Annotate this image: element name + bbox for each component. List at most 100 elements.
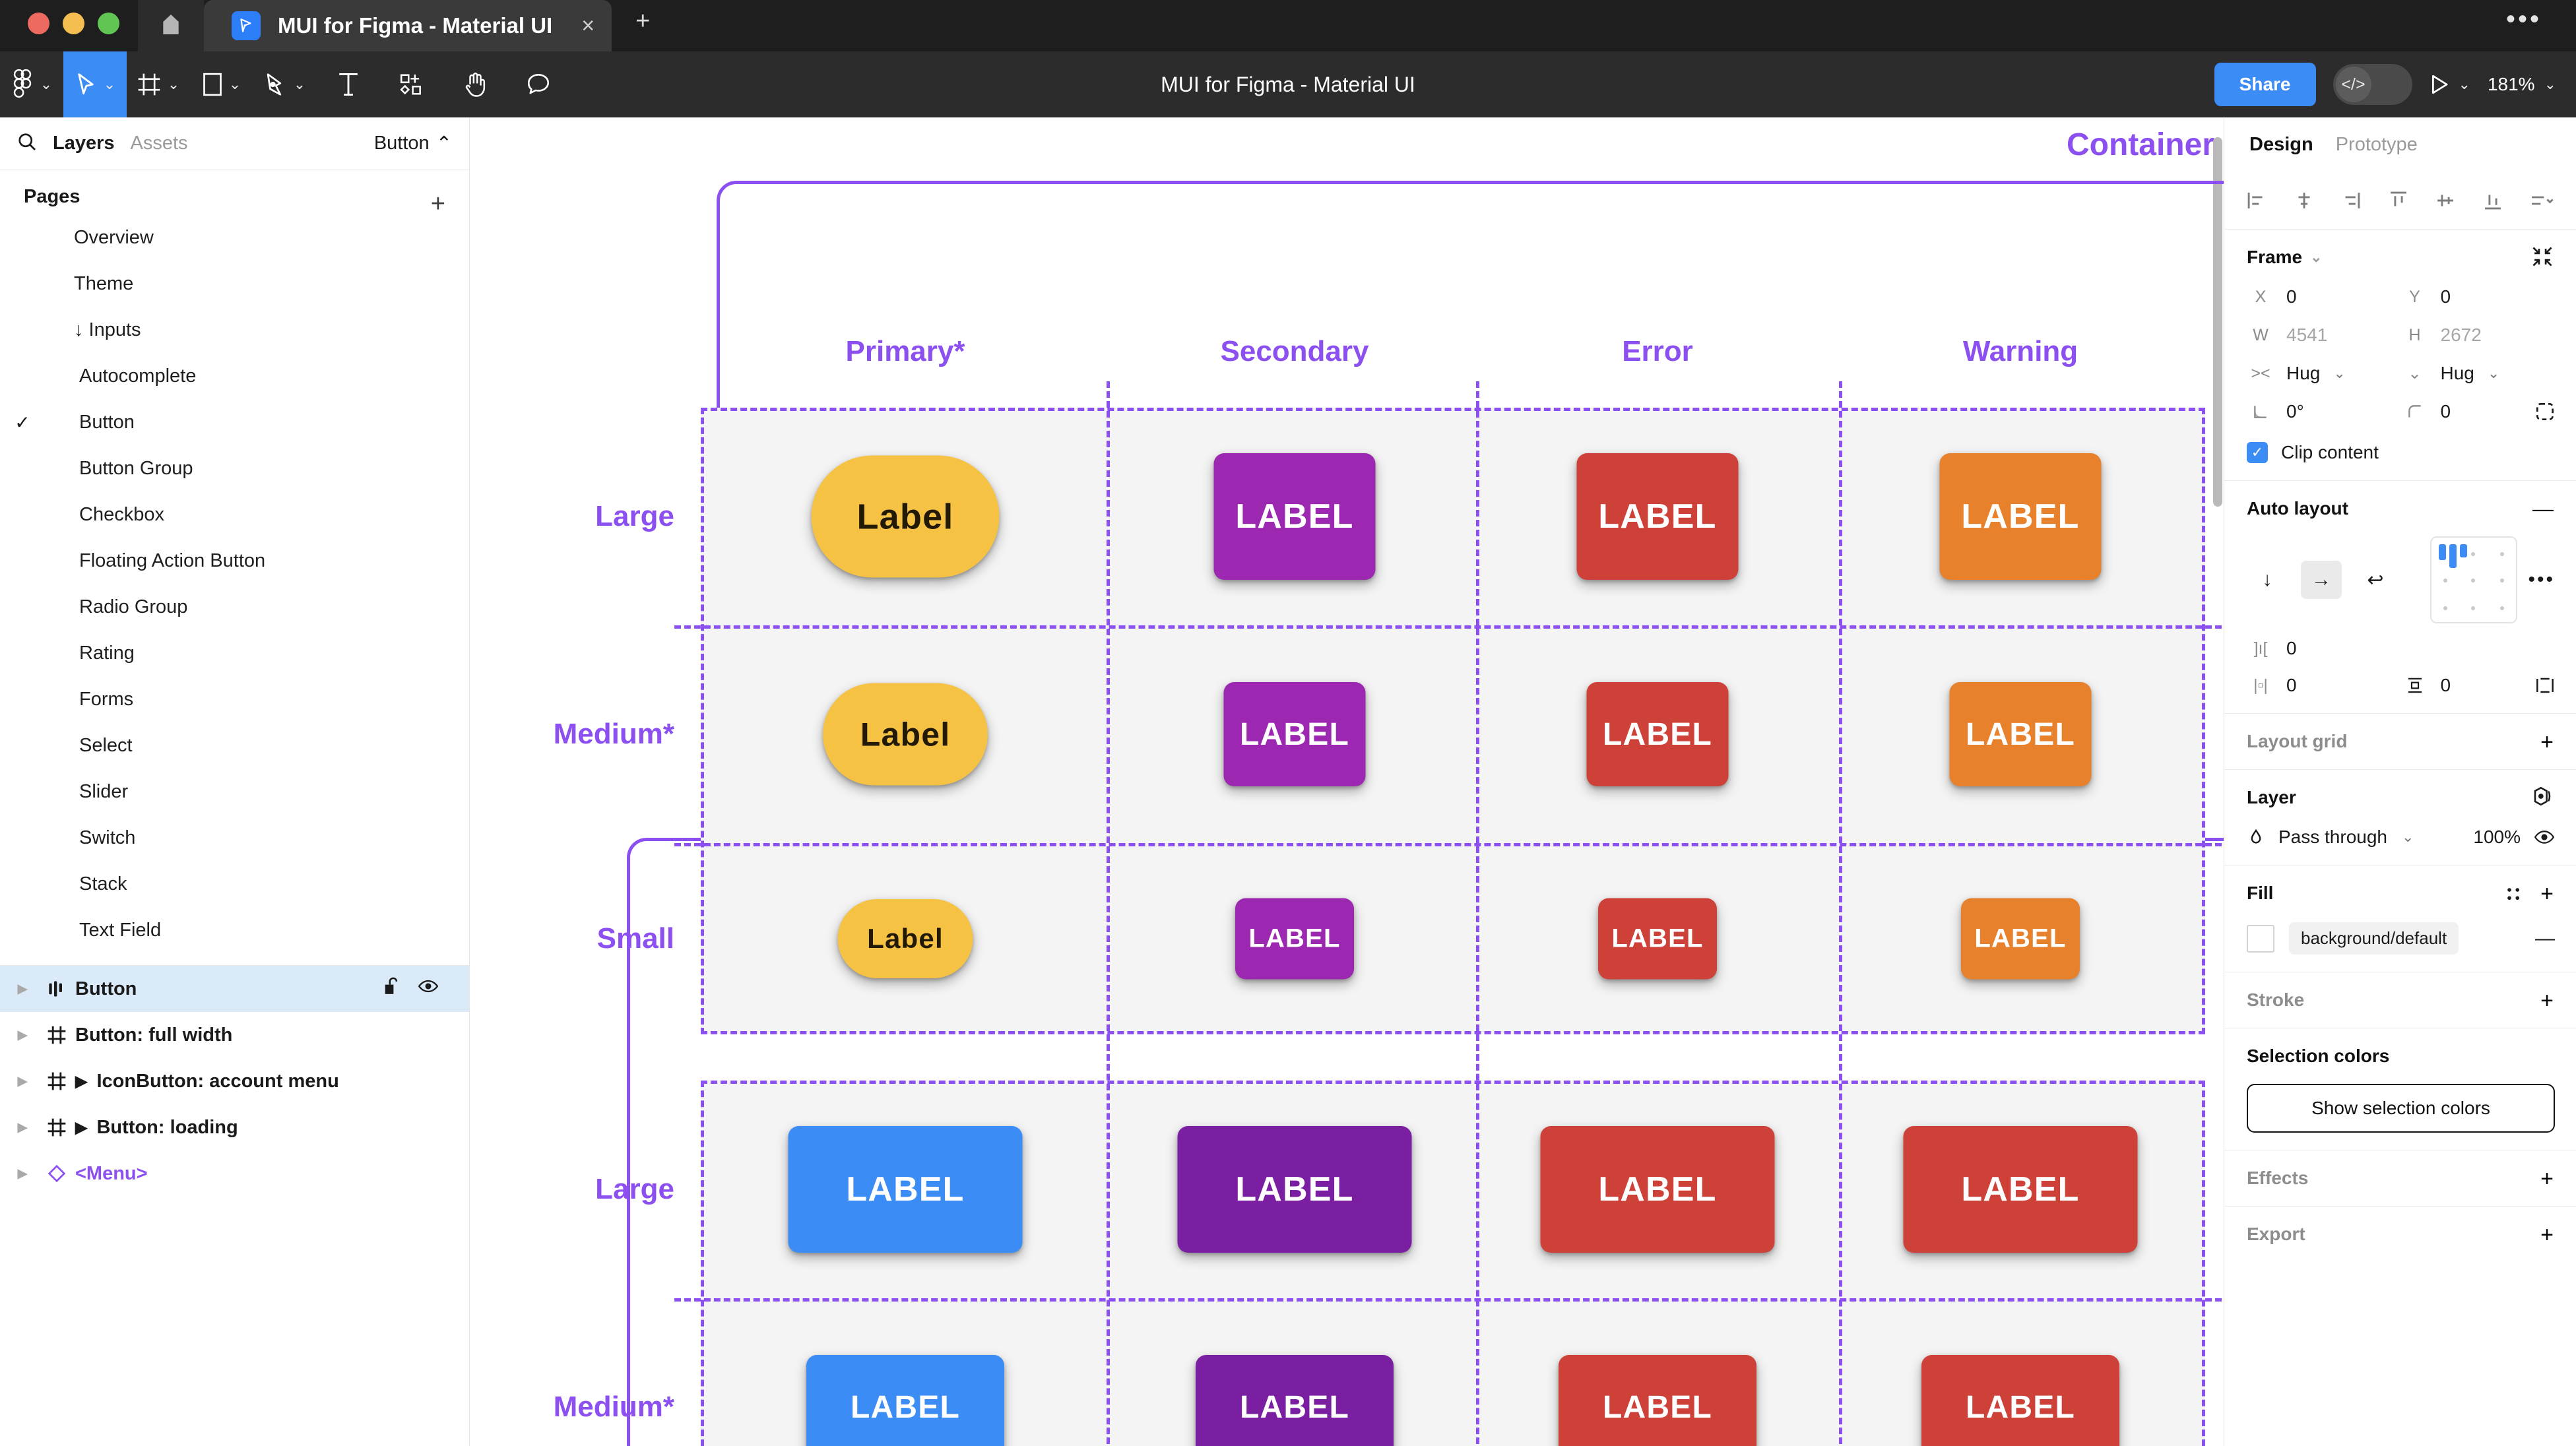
material-button[interactable]: Label [837,899,973,978]
material-button[interactable]: Label [823,683,988,786]
page-item-theme[interactable]: Theme [0,261,469,307]
blend-mode-row[interactable]: Pass through ⌄ 100% [2247,827,2555,848]
page-item-forms[interactable]: Forms [0,676,469,722]
show-selection-colors-button[interactable]: Show selection colors [2247,1084,2555,1133]
layer-row-iconbutton-account-menu[interactable]: ▶▶IconButton: account menu [0,1058,469,1104]
individual-padding-icon[interactable] [2535,676,2555,695]
window-overflow-menu[interactable]: ••• [2505,5,2542,34]
material-button[interactable]: LABEL [1540,1126,1775,1253]
page-item-slider[interactable]: Slider [0,769,469,815]
page-item-switch[interactable]: Switch [0,815,469,861]
material-button[interactable]: LABEL [1177,1126,1412,1253]
tool-frame[interactable]: ⌄ [127,51,190,117]
expand-caret-icon[interactable]: ▶ [17,982,28,996]
expand-caret-icon[interactable]: ▶ [17,1166,28,1181]
layer-row-button-loading[interactable]: ▶▶Button: loading [0,1104,469,1150]
chevron-down-icon[interactable]: ⌄ [2544,76,2556,92]
chevron-down-icon[interactable]: ⌄ [2458,76,2470,92]
tool-resources[interactable] [380,51,443,117]
fill-color-swatch[interactable] [2247,924,2274,953]
tool-text[interactable] [317,51,380,117]
add-effect-button[interactable]: + [2540,1166,2554,1191]
auto-layout-more-options[interactable]: ••• [2528,569,2555,590]
align-right-icon[interactable] [2340,189,2362,212]
frame-rotation[interactable]: 0° [2247,401,2401,422]
layer-style-icon[interactable] [2532,786,2554,807]
material-button[interactable]: LABEL [1196,1355,1394,1446]
auto-layout-horizontal-button[interactable]: → [2301,561,2342,599]
expand-caret-icon[interactable]: ▶ [17,1074,28,1088]
layer-opacity-value[interactable]: 100% [2473,827,2521,847]
auto-layout-vertical-button[interactable]: ↓ [2262,569,2272,590]
auto-layout-alignment-pad[interactable] [2430,536,2517,623]
material-button[interactable]: LABEL [1235,898,1354,980]
auto-layout-wrap-button[interactable]: ↩ [2367,569,2384,591]
new-tab-button[interactable]: + [635,7,651,35]
eye-icon[interactable] [418,976,439,1001]
material-button[interactable]: LABEL [1559,1355,1756,1446]
fill-style-name[interactable]: background/default [2289,922,2459,955]
resize-height[interactable]: ⌄ Hug ⌄ [2401,363,2556,384]
material-button[interactable]: LABEL [1961,898,2080,980]
close-icon[interactable]: × [581,13,595,38]
page-item-overview[interactable]: Overview [0,214,469,261]
tab-assets[interactable]: Assets [130,133,188,154]
material-button[interactable]: LABEL [1903,1126,2138,1253]
frame-width[interactable]: W 4541 [2247,325,2401,346]
tool-move[interactable]: ⌄ [63,51,127,117]
page-item-stack[interactable]: Stack [0,861,469,907]
layer-row--menu-[interactable]: ▶<Menu> [0,1150,469,1197]
material-button[interactable]: LABEL [1576,453,1739,580]
align-top-icon[interactable] [2387,189,2410,212]
material-button[interactable]: LABEL [1939,453,2102,580]
page-item-button-group[interactable]: Button Group [0,445,469,491]
page-item-rating[interactable]: Rating [0,630,469,676]
auto-layout-gap[interactable]: ]ı[ 0 [2247,638,2401,659]
minimize-window-button[interactable] [63,13,84,34]
unlocked-padlock-icon[interactable] [383,976,401,1001]
style-dots-icon[interactable] [2505,885,2523,904]
frame-section-title[interactable]: Frame ⌄ [2247,247,2323,267]
tab-layers[interactable]: Layers [53,133,115,154]
material-button[interactable]: LABEL [1598,898,1717,980]
material-button[interactable]: LABEL [1586,682,1729,786]
page-selector[interactable]: Button ⌃ [374,132,452,155]
auto-layout-vertical-padding[interactable]: 0 [2401,675,2556,696]
resize-width[interactable]: >< Hug ⌄ [2247,363,2401,384]
add-stroke-button[interactable]: + [2540,988,2554,1013]
remove-fill-button[interactable]: — [2535,927,2555,949]
add-fill-button[interactable]: + [2540,881,2554,906]
zoom-control[interactable]: 181% ⌄ [2488,74,2556,95]
material-button[interactable]: LABEL [1223,682,1366,786]
tool-figma-menu[interactable]: ⌄ [0,51,63,117]
add-export-button[interactable]: + [2540,1222,2554,1247]
page-item-select[interactable]: Select [0,722,469,769]
close-window-button[interactable] [28,13,49,34]
frame-corner-radius[interactable]: 0 [2401,401,2556,422]
container-frame-label[interactable]: Container [2066,127,2214,162]
align-vertical-center-icon[interactable] [2434,189,2457,212]
chevron-down-icon[interactable]: ⌄ [2402,829,2414,845]
remove-auto-layout-button[interactable]: — [2532,497,2554,520]
tab-prototype[interactable]: Prototype [2335,133,2418,155]
expand-caret-icon[interactable]: ▶ [17,1120,28,1135]
material-button[interactable]: LABEL [788,1126,1023,1253]
chevron-down-icon[interactable]: ⌄ [2310,249,2323,265]
material-button[interactable]: LABEL [1921,1355,2119,1446]
page-item-text-field[interactable]: Text Field [0,907,469,953]
align-bottom-icon[interactable] [2482,189,2504,212]
page-item-radio-group[interactable]: Radio Group [0,584,469,630]
independent-corners-icon[interactable] [2535,402,2555,422]
frame-height[interactable]: H 2672 [2401,325,2556,346]
page-item-inputs[interactable]: ↓ Inputs [0,307,469,353]
layer-row-button[interactable]: ▶Button [0,966,469,1012]
add-page-button[interactable]: + [430,190,445,218]
document-tab[interactable]: MUI for Figma - Material UI × [204,0,612,51]
chevron-down-icon[interactable]: ⌄ [2333,365,2346,381]
tool-comment[interactable] [507,51,570,117]
clip-content-row[interactable]: ✓ Clip content [2247,442,2555,463]
expand-caret-icon[interactable]: ▶ [17,1028,28,1042]
share-button[interactable]: Share [2214,63,2316,106]
fill-row[interactable]: background/default — [2247,922,2555,955]
maximize-window-button[interactable] [98,13,119,34]
